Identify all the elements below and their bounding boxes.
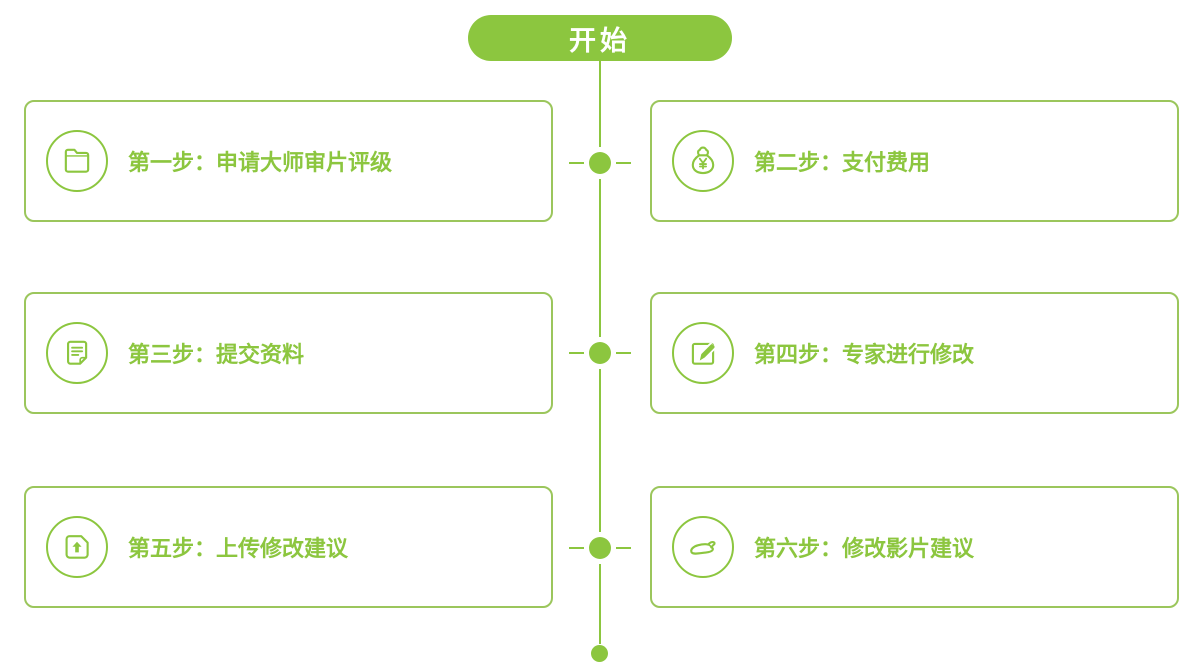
edit-icon <box>672 322 734 384</box>
step-card-5: 第五步：上传修改建议 <box>24 486 553 608</box>
step-card-6: 第六步：修改影片建议 <box>650 486 1179 608</box>
step-card-4: 第四步：专家进行修改 <box>650 292 1179 414</box>
step-card-2: 第二步：支付费用 <box>650 100 1179 222</box>
flow-line-segment <box>599 60 601 147</box>
step-label: 第四步：专家进行修改 <box>754 342 975 367</box>
flow-line-segment <box>599 564 601 644</box>
step-label: 第三步：提交资料 <box>128 342 305 367</box>
document-icon <box>46 322 108 384</box>
step-label: 第二步：支付费用 <box>754 150 931 175</box>
connector-dash <box>569 352 584 354</box>
connector-dot <box>589 342 611 364</box>
connector-dash <box>616 162 631 164</box>
connector-dash <box>569 547 584 549</box>
connector-dash <box>569 162 584 164</box>
start-label: 开始 <box>569 25 631 56</box>
connector-dot <box>589 152 611 174</box>
folder-icon <box>46 130 108 192</box>
flow-line-segment <box>599 369 601 532</box>
connector-dot <box>589 537 611 559</box>
hand-icon <box>672 516 734 578</box>
flow-line-segment <box>599 179 601 337</box>
connector-dash <box>616 352 631 354</box>
upload-icon <box>46 516 108 578</box>
step-label: 第五步：上传修改建议 <box>128 536 349 561</box>
flow-end-dot <box>591 645 608 662</box>
connector-dash <box>616 547 631 549</box>
start-node: 开始 <box>468 15 732 61</box>
step-card-1: 第一步：申请大师审片评级 <box>24 100 553 222</box>
step-card-3: 第三步：提交资料 <box>24 292 553 414</box>
step-label: 第一步：申请大师审片评级 <box>128 150 393 175</box>
money-bag-icon <box>672 130 734 192</box>
step-label: 第六步：修改影片建议 <box>754 536 975 561</box>
